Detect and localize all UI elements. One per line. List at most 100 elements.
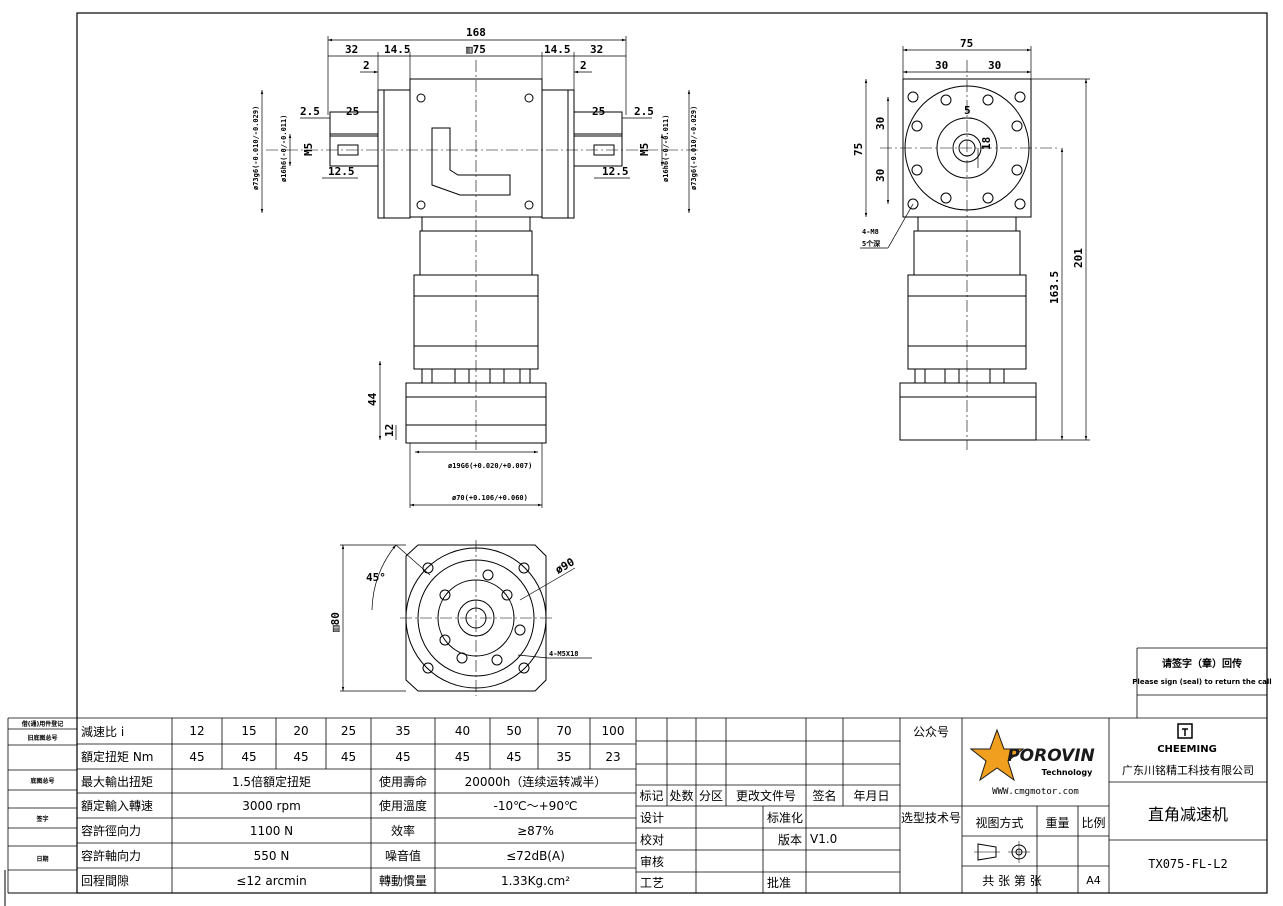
torque-6: 45 bbox=[506, 749, 522, 764]
dim-d70: ø70(+0.106/+0.060) bbox=[452, 494, 528, 502]
dim-shaft73-left: ø73g6(-0.010/-0.029) bbox=[252, 106, 260, 190]
model-number: TX075-FL-L2 bbox=[1148, 857, 1228, 871]
dim-32-left: 32 bbox=[345, 43, 358, 56]
rev-approve: 批准 bbox=[767, 876, 792, 890]
rev-header-1: 处数 bbox=[669, 789, 694, 803]
bottom-dim-sq80: ▥80 bbox=[329, 612, 342, 632]
side-view-dimensions bbox=[860, 46, 1090, 441]
dim-shaft16-left: ø16h6(-0/-0.011) bbox=[280, 115, 288, 182]
spec-key2-4: 轉動慣量 bbox=[378, 874, 427, 888]
spec-val2-4: 1.33Kg.cm² bbox=[500, 873, 571, 888]
spec-key1-4: 回程間隙 bbox=[81, 874, 130, 888]
dim-32-right: 32 bbox=[590, 43, 603, 56]
side-dim-30a: 30 bbox=[935, 59, 948, 72]
dim-12: 12 bbox=[383, 424, 396, 437]
wechat-label: 公众号 bbox=[912, 724, 949, 739]
spec-key1-2: 容許徑向力 bbox=[81, 824, 142, 838]
table-grid bbox=[7, 647, 1267, 893]
dim-12-5-right: 12.5 bbox=[602, 165, 629, 178]
dim-12-5-left: 12.5 bbox=[328, 165, 355, 178]
rev-process: 工艺 bbox=[640, 876, 665, 890]
strip-label-2: 底图总号 bbox=[30, 777, 55, 785]
side-dim-4m8: 4-M8 bbox=[862, 228, 879, 236]
side-dim-30c: 30 bbox=[874, 117, 887, 130]
side-dim-163-5: 163.5 bbox=[1048, 271, 1061, 304]
spec-key1-1: 額定輸入轉速 bbox=[81, 799, 154, 813]
website-link[interactable]: WWW.cmgmotor.com bbox=[992, 787, 1079, 797]
spec-val2-2: ≥87% bbox=[517, 823, 554, 838]
ratio-0: 12 bbox=[189, 724, 205, 738]
spec-key1-3: 容許軸向力 bbox=[81, 849, 142, 863]
bottom-dim-90: ø90 bbox=[553, 555, 577, 576]
torque-7: 35 bbox=[556, 749, 572, 764]
scale-label: 比例 bbox=[1081, 815, 1106, 830]
spec-val1-4: ≤12 arcmin bbox=[236, 873, 307, 888]
side-dim-30b: 30 bbox=[988, 59, 1001, 72]
bottom-dim-m5x18: 4-M5X18 bbox=[549, 650, 579, 658]
ratio-2: 20 bbox=[293, 724, 309, 738]
dim-25-left: 25 bbox=[346, 105, 359, 118]
dim-14-5-right: 14.5 bbox=[544, 43, 571, 56]
logo-sub-text: Technology bbox=[1041, 767, 1093, 777]
ratio-1: 15 bbox=[241, 724, 257, 738]
torque-3: 45 bbox=[340, 749, 357, 764]
dim-2-5-right: 2.5 bbox=[634, 105, 654, 118]
strip-label-0: 借(通)用件登记 bbox=[21, 721, 64, 728]
rev-version: V1.0 bbox=[810, 832, 838, 846]
spec-val2-0: 20000h（连续运转减半） bbox=[464, 774, 607, 789]
spec-val1-2: 1100 N bbox=[249, 823, 294, 838]
ratio-5: 40 bbox=[454, 724, 471, 738]
strip-label-1: 旧底图总号 bbox=[27, 734, 58, 742]
bottom-dim-45: 45° bbox=[366, 571, 386, 584]
spec-key2-1: 使用溫度 bbox=[378, 799, 427, 813]
strip-label-3: 签字 bbox=[36, 815, 49, 823]
rev-design: 设计 bbox=[640, 810, 665, 825]
dim-25-right: 25 bbox=[592, 105, 605, 118]
spec-key2-0: 使用壽命 bbox=[378, 774, 427, 789]
spec-val1-3: 550 N bbox=[253, 848, 290, 863]
torque-8: 23 bbox=[605, 749, 621, 764]
spec-val2-3: ≤72dB(A) bbox=[506, 848, 565, 863]
rev-header-0: 标记 bbox=[639, 789, 664, 803]
side-dim-5: 5 bbox=[964, 104, 971, 117]
ratio-4: 35 bbox=[395, 724, 411, 738]
rev-check: 校对 bbox=[640, 832, 665, 847]
torque-label: 額定扭矩 Nm bbox=[81, 750, 154, 764]
dim-sq75: ▥75 bbox=[466, 43, 486, 56]
dim-168: 168 bbox=[466, 26, 486, 39]
side-dim-30d: 30 bbox=[874, 169, 887, 182]
brand-text: CHEEMING bbox=[1157, 743, 1217, 755]
spec-key2-2: 效率 bbox=[390, 824, 415, 838]
dim-2-right: 2 bbox=[580, 59, 587, 72]
strip-label-4: 日期 bbox=[36, 855, 49, 863]
rev-header-5: 年月日 bbox=[853, 789, 890, 803]
spec-val1-1: 3000 rpm bbox=[242, 798, 301, 813]
dim-2-5-left: 2.5 bbox=[300, 105, 320, 118]
spec-key1-0: 最大輸出扭矩 bbox=[81, 774, 154, 789]
side-dim-201: 201 bbox=[1072, 248, 1085, 268]
spec-val1-0: 1.5倍額定扭矩 bbox=[231, 774, 312, 789]
paper-size: A4 bbox=[1086, 873, 1101, 887]
rev-header-4: 签名 bbox=[812, 789, 837, 803]
spec-key2-3: 噪音值 bbox=[384, 849, 421, 863]
logo-main-text: POROVIN bbox=[1007, 746, 1095, 766]
ratio-7: 70 bbox=[556, 724, 572, 738]
stamp-title: 请签字（章）回传 bbox=[1162, 658, 1242, 670]
ratio-6: 50 bbox=[506, 724, 522, 738]
porovin-logo-icon bbox=[969, 728, 1025, 782]
bottom-view bbox=[400, 540, 552, 696]
rev-review: 审核 bbox=[640, 854, 665, 869]
dim-44: 44 bbox=[366, 392, 379, 406]
side-dim-75: 75 bbox=[960, 37, 973, 50]
torque-5: 45 bbox=[454, 749, 471, 764]
dim-bore19: ø19G6(+0.020/+0.007) bbox=[448, 462, 532, 470]
torque-2: 45 bbox=[293, 749, 309, 764]
projection-symbol-icon bbox=[974, 841, 1030, 863]
rev-standard: 标准化 bbox=[767, 810, 804, 825]
dim-m5-right: M5 bbox=[638, 143, 651, 156]
rev-version-label: 版本 bbox=[777, 832, 802, 847]
rev-header-3: 更改文件号 bbox=[735, 789, 796, 803]
weight-label: 重量 bbox=[1045, 815, 1070, 830]
dim-shaft16-right: ø16h6(-0/-0.011) bbox=[662, 115, 670, 182]
